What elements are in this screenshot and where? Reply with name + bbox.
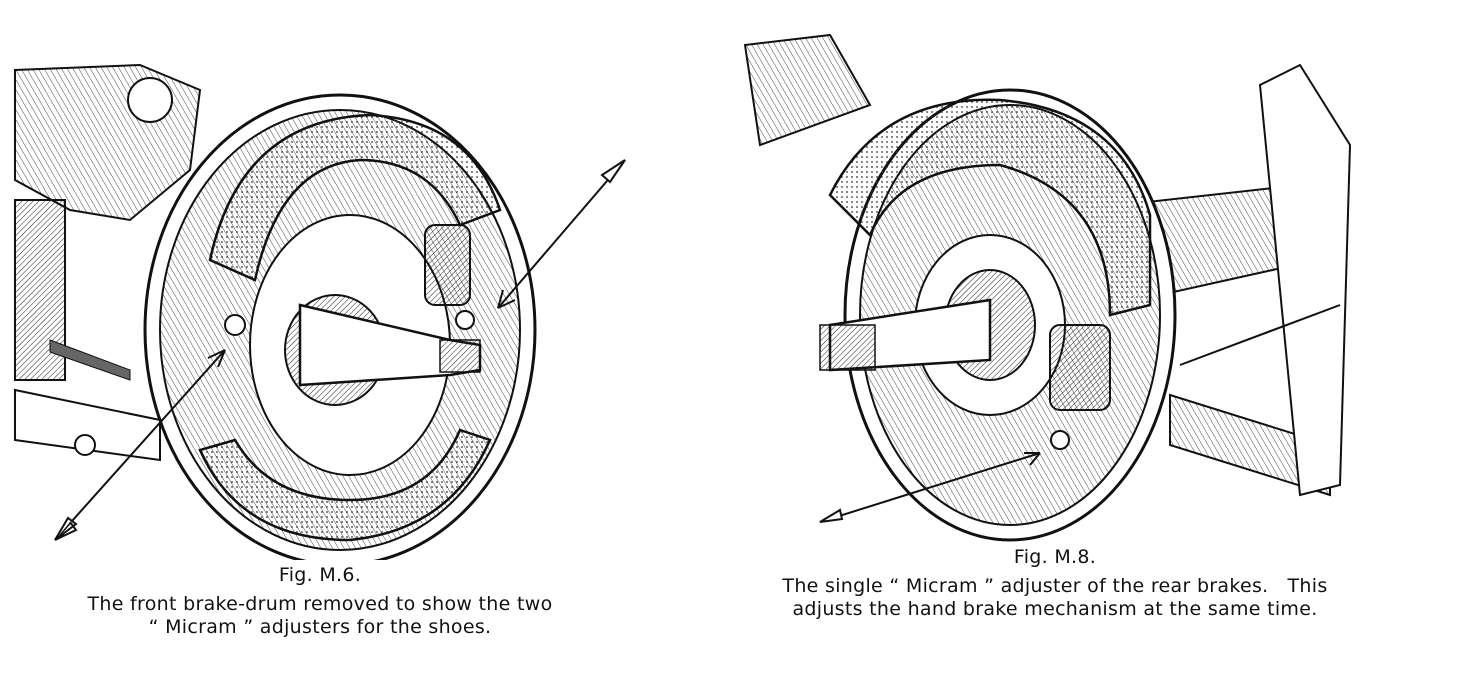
caption-line: “ Micram ” adjusters for the shoes. xyxy=(148,616,492,638)
figure-label: Fig. M.6. xyxy=(278,564,362,586)
arrow-pointer xyxy=(497,159,626,309)
figure-m8-caption: Fig. M.8. The single “ Micram ” adjuster… xyxy=(735,546,1375,621)
chassis-parts xyxy=(743,33,1352,497)
adjuster-nut xyxy=(1050,430,1070,450)
caption-line: adjusts the hand brake mechanism at the … xyxy=(792,598,1318,620)
figure-m6-caption: Fig. M.6. The front brake-drum removed t… xyxy=(20,564,620,639)
lower-brake-shoe xyxy=(198,428,492,542)
wheel-cylinder xyxy=(424,224,471,306)
adjuster-nut xyxy=(224,314,246,336)
brake-shoe xyxy=(828,98,1152,317)
caption-line: The single “ Micram ” adjuster of the re… xyxy=(782,575,1328,597)
upper-brake-shoe xyxy=(208,113,502,282)
rear-brake-illustration xyxy=(743,33,1352,542)
front-brake-illustration xyxy=(14,63,626,560)
figure-m8 xyxy=(740,25,1360,545)
wheel-cylinder xyxy=(1049,324,1111,411)
arrow-pointer xyxy=(54,349,226,541)
suspension-parts xyxy=(14,63,202,462)
caption-line: The front brake-drum removed to show the… xyxy=(87,593,553,615)
figure-m6 xyxy=(10,60,650,560)
figure-label: Fig. M.8. xyxy=(1013,546,1097,568)
adjuster-nut xyxy=(455,310,475,330)
arrow-pointer xyxy=(819,452,1041,523)
